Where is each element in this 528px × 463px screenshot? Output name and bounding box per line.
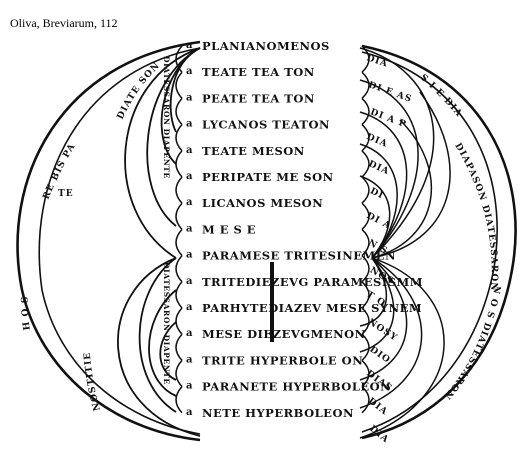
right-scallop-arc (361, 124, 370, 152)
right-fan-arcs (359, 47, 451, 439)
interval-tag: DIA (365, 53, 389, 69)
left-scallop-arc (175, 45, 183, 73)
right-scallops (361, 45, 370, 414)
interval-tag: DI (368, 186, 385, 201)
right-scallop-arc (361, 228, 370, 257)
left-scallop-arc (175, 176, 183, 204)
note-row: PARANETE HYPERBOLEON (202, 380, 391, 394)
note-row: LICANOS MESON (202, 196, 323, 210)
right-scallop-arc (361, 97, 370, 126)
row-marker-glyph: a (186, 407, 193, 418)
left-lower-arcs (117, 257, 201, 437)
row-marker-glyph: a (186, 145, 193, 156)
left-scallop-arc (175, 150, 183, 178)
note-row: TEATE TEA TON (202, 65, 315, 79)
outer-right-mid-label: DIAPASON DIATESSARON (452, 142, 498, 292)
note-row: LYCANOS TEATON (202, 118, 330, 132)
left-scallop-arc (175, 71, 183, 99)
note-row: M E S E (202, 222, 256, 236)
note-row: PEATE TEA TON (202, 91, 315, 105)
left-scallop-arc (175, 202, 183, 230)
right-scallop-arc (361, 176, 370, 204)
left-scallop-arc (175, 255, 183, 283)
row-marker-glyph: a (186, 354, 193, 365)
right-scallop-arc (361, 255, 370, 283)
row-marker-glyph: a (186, 40, 193, 51)
right-scallop-arc (361, 45, 370, 73)
row-marker-glyph: a (186, 92, 193, 103)
note-row: NETE HYPERBOLEON (202, 406, 354, 420)
note-row: TRITEDIEZEVG PARAMESISMM (202, 275, 423, 289)
row-marker-glyph: a (186, 302, 193, 313)
right-scallop-arc (361, 281, 370, 309)
interval-tag: DI E AS (367, 80, 413, 105)
row-marker-glyph: a (186, 171, 193, 182)
note-row: PLANIANOMENOS (202, 39, 330, 53)
left-scallop-arc (175, 333, 183, 361)
right-scallop-arc (361, 359, 370, 388)
row-marker-glyph: a (186, 66, 193, 77)
right-scallop-arc (361, 333, 370, 361)
right-scallop-arc (361, 386, 370, 414)
left-scallop-arc (175, 228, 183, 257)
right-scallop-arc (361, 307, 370, 335)
left-column-lower: DIATESSARON DIAPENTE (162, 262, 171, 385)
left-scallop-arc (175, 386, 183, 414)
note-row: MESE DIEZEVGMENON (202, 327, 366, 341)
outer-circle (16, 40, 517, 442)
note-row: TEATE MESON (202, 144, 305, 158)
caption: Oliva, Breviarum, 112 (10, 16, 118, 30)
right-scallop-arc (361, 71, 370, 99)
right-scallop-arc (361, 202, 370, 230)
left-scallops (175, 45, 183, 414)
row-marker-glyph: a (186, 119, 193, 130)
note-row: PARAMESE TRITESINEMEN (202, 249, 396, 263)
row-marker-glyph: a (186, 223, 193, 234)
left-scallop-arc (175, 359, 183, 388)
left-scallop-arc (175, 307, 183, 335)
left-scallop-arc (175, 281, 183, 309)
left-upper-arcs (124, 47, 201, 259)
row-marker-glyph: a (186, 328, 193, 339)
left-arc-lower-label: NOSTITIE (83, 351, 103, 411)
row-marker-glyph: a (186, 276, 193, 287)
note-row: TRITE HYPERBOLE ON (202, 353, 363, 367)
short-left-mark: TE (58, 189, 74, 199)
interval-tag: DIA (366, 396, 390, 417)
row-marker-glyph: a (186, 381, 193, 392)
row-marker-glyph: a (186, 197, 193, 208)
interval-tag: DI A (365, 211, 393, 232)
outer-right-lower-label: N O S DIATESSARON (441, 284, 502, 401)
center-divider (270, 262, 274, 342)
left-scallop-arc (175, 124, 183, 152)
right-scallop-arc (361, 150, 370, 178)
outer-left-lower-label: H O S (21, 296, 33, 331)
row-marker-glyph: a (186, 250, 193, 261)
note-row: PARHYTEDIAZEV MESE SYNEM (202, 301, 422, 315)
left-scallop-arc (175, 97, 183, 126)
note-row: PERIPATE ME SON (202, 170, 334, 184)
interval-tag: DIO (368, 345, 393, 366)
left-column-upper: DIATESSARON DIAPENTE (162, 56, 171, 179)
